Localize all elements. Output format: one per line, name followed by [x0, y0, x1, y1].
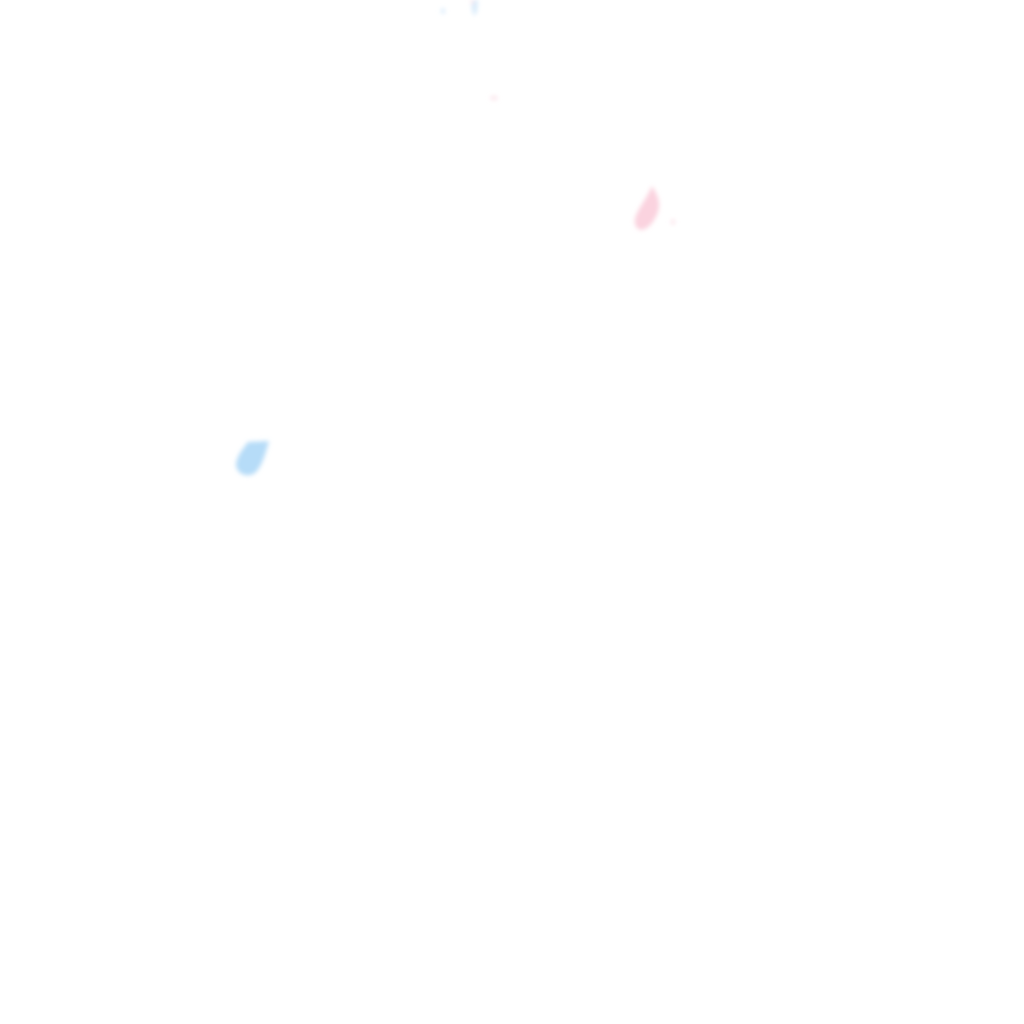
top-streak-pink	[470, 0, 474, 6]
pink-speck	[671, 219, 675, 225]
blue-droplet	[236, 441, 269, 476]
pink-droplet	[634, 186, 660, 230]
small-dot	[490, 96, 498, 100]
top-dot	[441, 8, 445, 14]
